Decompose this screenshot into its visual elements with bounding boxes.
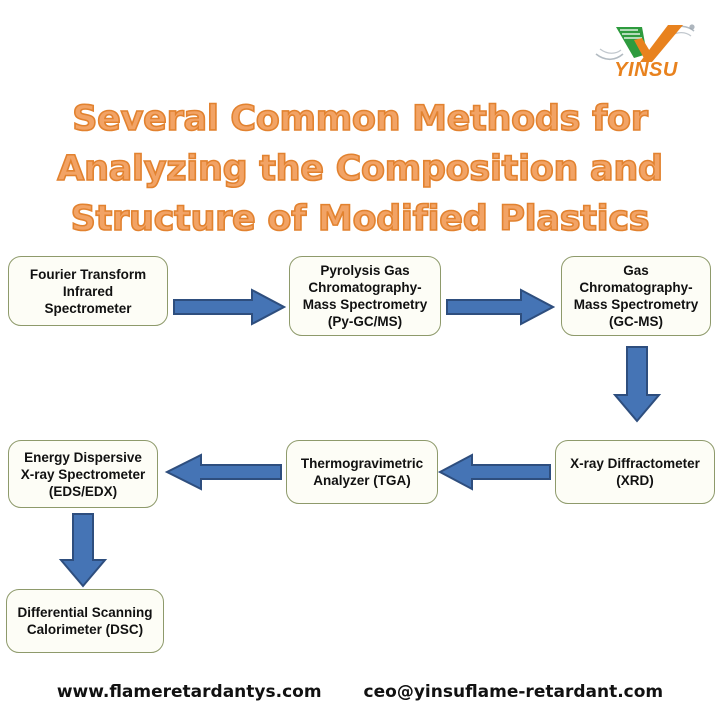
flow-arrow-pygcms-to-gcms bbox=[445, 288, 555, 326]
page-title: Several Common Methods for Analyzing the… bbox=[0, 94, 720, 244]
flow-arrow-tga-to-edsedx bbox=[161, 453, 283, 491]
footer: www.flameretardantys.com ceo@yinsuflame-… bbox=[0, 682, 720, 702]
page-title-line-1: Several Common Methods for bbox=[71, 98, 648, 140]
footer-website[interactable]: www.flameretardantys.com bbox=[56, 682, 322, 702]
flow-node-xrd[interactable]: X-ray Diffractometer(XRD) bbox=[555, 440, 715, 504]
flow-node-xrd-label: X-ray Diffractometer(XRD) bbox=[570, 456, 700, 488]
yinsu-v-checkmark-icon bbox=[590, 18, 702, 62]
brand-logo: YINSU bbox=[590, 18, 702, 84]
brand-name: YINSU bbox=[614, 59, 678, 81]
page-title-line-2: Analyzing the Composition and bbox=[56, 148, 663, 190]
flow-arrow-xrd-to-tga bbox=[434, 453, 552, 491]
flow-arrow-edsedx-to-dsc bbox=[57, 512, 109, 588]
flow-arrow-ftir-to-pygcms bbox=[172, 288, 286, 326]
footer-email[interactable]: ceo@yinsuflame-retardant.com bbox=[363, 682, 664, 702]
page-title-line-3: Structure of Modified Plastics bbox=[70, 198, 651, 240]
flow-arrow-gcms-to-xrd bbox=[611, 345, 663, 423]
